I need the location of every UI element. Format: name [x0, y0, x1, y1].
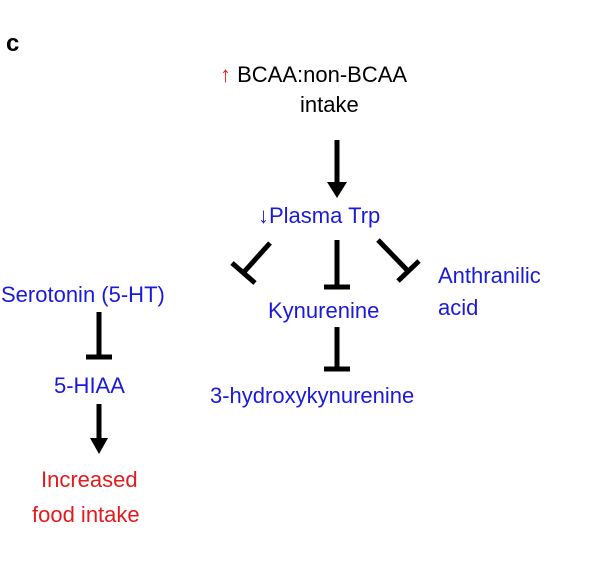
food-intake-node-line2: food intake: [32, 502, 140, 527]
food-intake-node-line1: Increased: [41, 467, 138, 492]
plasma-trp-node: ↓Plasma Trp: [258, 203, 381, 228]
kynurenine-node: Kynurenine: [268, 298, 380, 323]
inhibit-trp-kynurenine: [324, 240, 350, 290]
hiaa-node: 5-HIAA: [54, 373, 125, 398]
intake-node-text: BCAA:non-BCAA: [237, 62, 408, 87]
inhibit-trp-anthranilic: [376, 238, 421, 283]
panel-label: c: [6, 30, 20, 57]
increase-arrow-icon: ↑: [220, 62, 231, 87]
inhibit-serotonin-hiaa: [86, 312, 112, 360]
arrow-intake-to-trp: [327, 140, 347, 198]
serotonin-node: Serotonin (5-HT): [1, 282, 165, 307]
inhibit-kynurenine-hydroxykynurenine: [324, 327, 350, 372]
anthranilic-node-line1: Anthranilic: [438, 263, 541, 288]
inhibit-trp-serotonin: [230, 241, 272, 285]
arrow-hiaa-to-food: [90, 404, 108, 454]
intake-node-line2: intake: [300, 92, 359, 117]
intake-node-line1: ↑ BCAA:non-BCAA: [220, 62, 407, 88]
hydroxykynurenine-node: 3-hydroxykynurenine: [210, 383, 415, 408]
anthranilic-node-line2: acid: [438, 295, 479, 320]
